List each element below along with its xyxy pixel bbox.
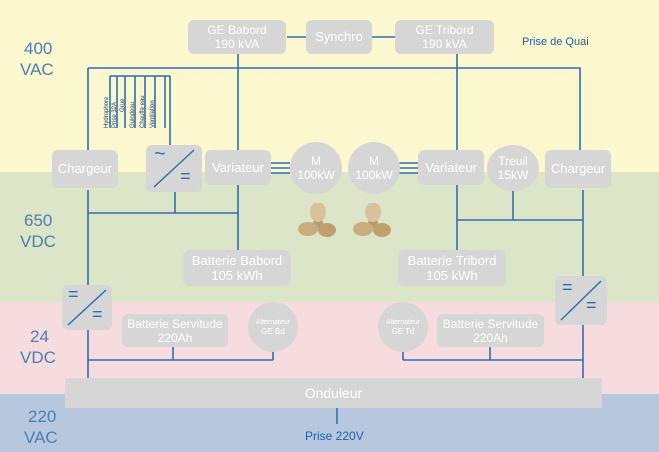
dcdc-left-diagonal-icon xyxy=(67,289,107,326)
converter-diagonal-icon xyxy=(153,149,195,188)
band-650vdc xyxy=(0,172,659,302)
load-label-prise32a: Prise 32A xyxy=(112,101,118,128)
generator-babord: GE Babord 190 kVA xyxy=(188,20,286,54)
ac-symbol: ~ xyxy=(154,143,166,165)
service-battery-left: Batterie Servitude 220Ah xyxy=(122,314,228,347)
battery-tribord: Batterie Tribord 105 kWh xyxy=(398,250,506,286)
generator-tribord: GE Tribord 190 kVA xyxy=(395,20,494,54)
load-label-chauffe-eau: Chauffe eau xyxy=(140,95,146,128)
motor-left: M 100kW xyxy=(290,142,342,194)
dc-dc-converter-right: = = xyxy=(555,276,607,325)
alternator-right: Alternateur GE Td xyxy=(378,302,428,352)
service-battery-right: Batterie Servitude 220Ah xyxy=(437,314,544,347)
variator-left: Variateur xyxy=(205,150,271,185)
alternator-left: Alternateur GE Bd xyxy=(248,302,298,352)
generator-tribord-power: 190 kVA xyxy=(422,37,467,51)
charger-left: Chargeur xyxy=(52,150,118,188)
load-label-guindeau: Guindeau xyxy=(130,101,136,128)
load-label-hydrophore: Hydrophore xyxy=(104,96,110,128)
charger-right: Chargeur xyxy=(545,150,611,188)
generator-babord-power: 190 kVA xyxy=(214,37,260,51)
generator-tribord-name: GE Tribord xyxy=(415,23,474,37)
motor-right: M 100kW xyxy=(348,142,400,194)
shore-power-label: Prise de Quai xyxy=(522,36,589,48)
inverter-onduleur: Onduleur xyxy=(65,378,602,408)
propeller-left-icon xyxy=(298,203,336,237)
dc-dc-converter-left: = = xyxy=(62,285,112,330)
variator-right: Variateur xyxy=(418,150,484,185)
outlet-220v-label: Prise 220V xyxy=(305,429,364,443)
propeller-right-icon xyxy=(353,203,391,237)
battery-babord: Batterie Babord 105 kWh xyxy=(183,250,291,286)
load-label-grue: Grue xyxy=(120,98,126,112)
generator-babord-name: GE Babord xyxy=(207,23,267,37)
winch: Treuil 15kW xyxy=(487,145,539,191)
dcdc-right-diagonal-icon xyxy=(560,280,602,321)
synchro-box: Synchro xyxy=(306,20,372,54)
load-label-ventilation: Ventilation xyxy=(150,100,156,128)
dc-symbol: = xyxy=(180,166,191,186)
ac-dc-converter: ~ = xyxy=(146,143,202,192)
